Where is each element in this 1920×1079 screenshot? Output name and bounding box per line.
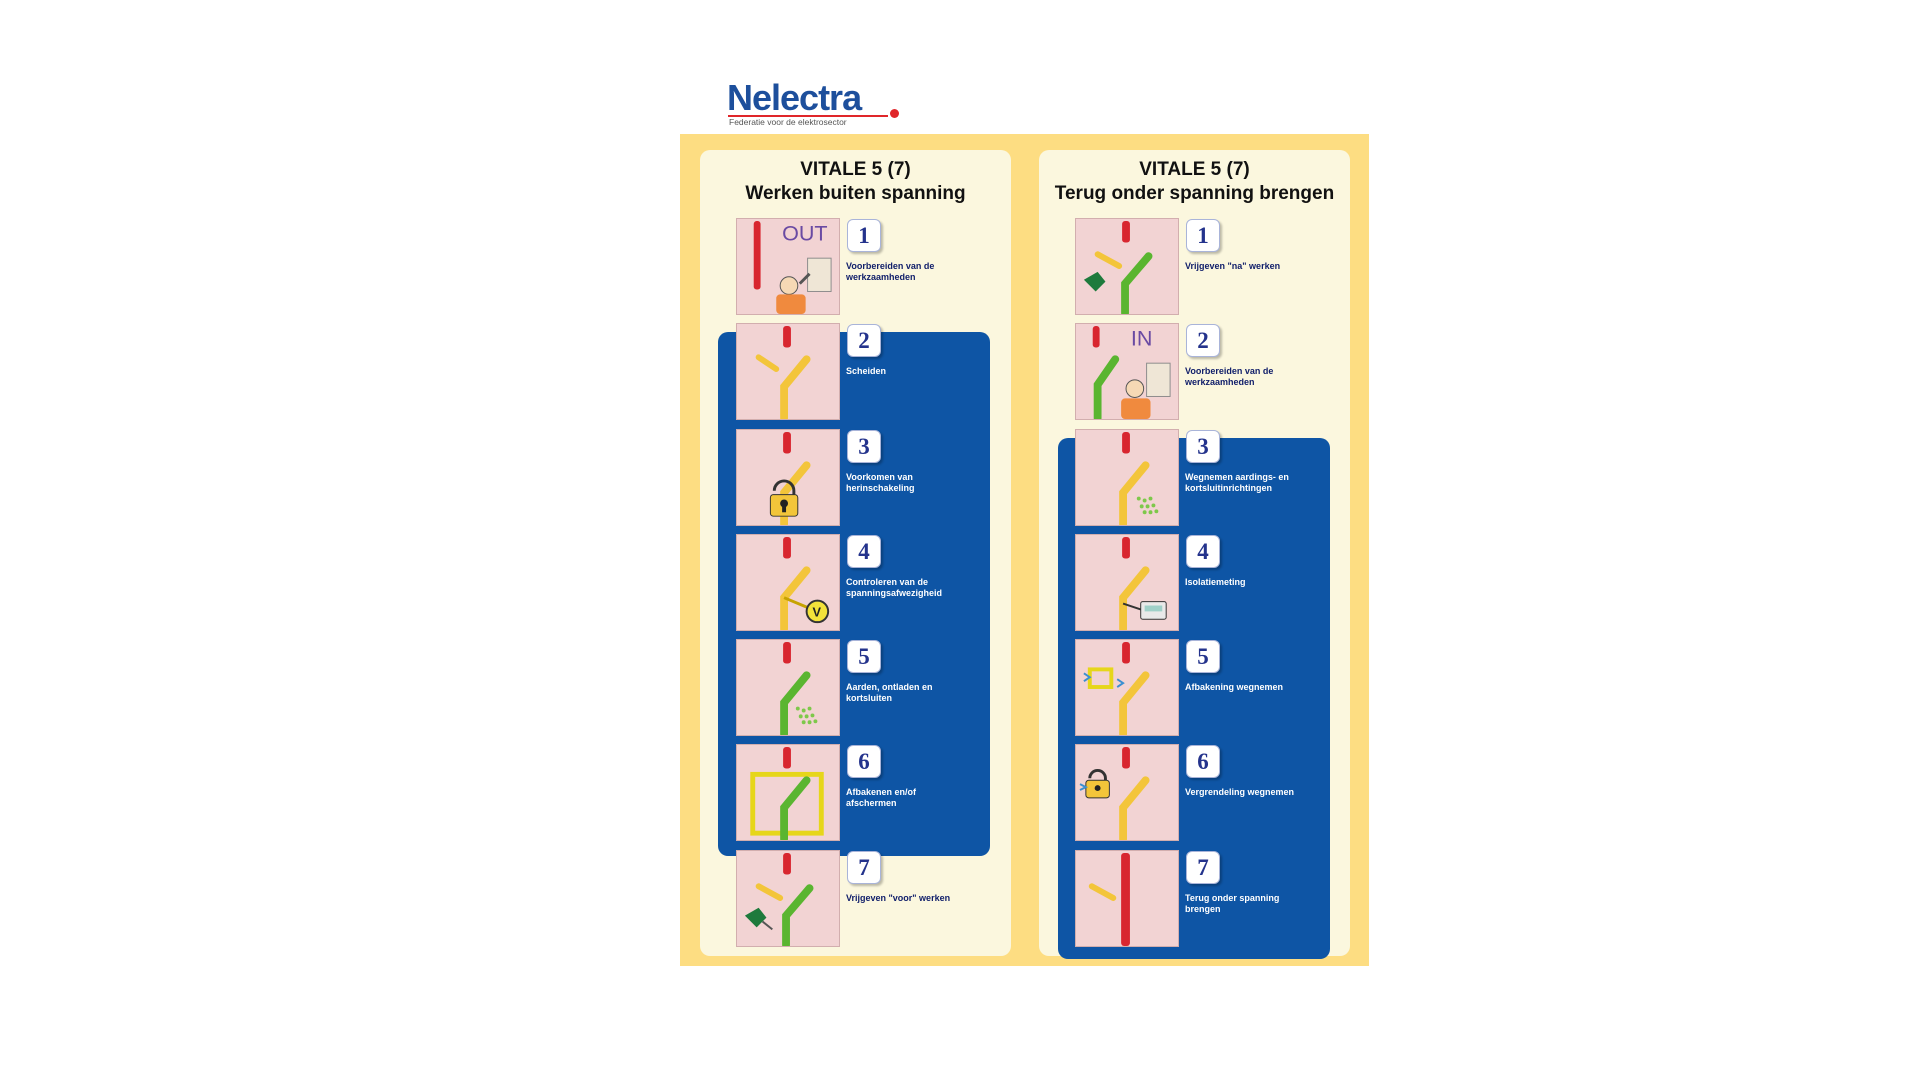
step-label: Vrijgeven "na" werken [1185,261,1281,271]
left-step-2: 2 Scheiden [736,323,1016,423]
picture-text-v: V [812,604,821,619]
left-step-6: 6 Afbakenen en/of afschermen [736,744,1016,844]
left-step-5: 5 Aarden, ontladen en kortsluiten [736,639,1016,739]
step-label: Voorkomen van herinschakeling [846,472,915,493]
right-step-4: 4 Isolatiemeting [1075,534,1355,634]
step-number: 5 [1186,640,1220,673]
insulation-meter-icon [1075,534,1179,631]
earthing-icon [736,639,840,736]
release-hand-icon [736,850,840,947]
step-number: 2 [1186,324,1220,357]
remove-earthing-icon [1075,429,1179,526]
voltage-tester-icon: V [736,534,840,631]
disconnect-icon [736,323,840,420]
right-step-3: 3 Wegnemen aardings- en kortsluitinricht… [1075,429,1355,529]
step-number: 3 [1186,430,1220,463]
step-label: Controleren van de spanningsafwezigheid [846,577,943,598]
panel-title-left: VITALE 5 (7) Werken buiten spanning [700,158,1011,206]
panel-title-right: VITALE 5 (7) Terug onder spanning brenge… [1039,158,1350,206]
picture-text-out: OUT [782,222,827,246]
step-number: 4 [1186,535,1220,568]
panel-title-right-line2: Terug onder spanning brengen [1054,183,1335,204]
step-number: 6 [1186,745,1220,778]
barrier-frame-icon [736,744,840,841]
step-number: 5 [847,640,881,673]
step-label: Afbakening wegnemen [1185,682,1284,692]
panel-terug-onder-spanning: VITALE 5 (7) Terug onder spanning brenge… [1039,150,1350,959]
step-label: Terug onder spanning brengen [1185,893,1280,914]
step-label: Afbakenen en/of afschermen [846,787,917,808]
step-number: 2 [847,324,881,357]
nelectra-logo: Nelectra Federatie voor de elektrosector [727,78,907,128]
left-step-3: 3 Voorkomen van herinschakeling [736,429,1016,529]
panel-title-left-line2: Werken buiten spanning [745,183,966,204]
step-label: Wegnemen aardings- en kortsluitinrichtin… [1185,472,1289,493]
step-label: Scheiden [846,366,887,376]
step-number: 4 [847,535,881,568]
step-label: Aarden, ontladen en kortsluiten [846,682,933,703]
step-number: 7 [847,851,881,884]
worker-in-icon: IN [1075,323,1179,420]
logo-dot [890,109,899,118]
logo-underline [728,115,888,117]
right-step-7: 7 Terug onder spanning brengen [1075,850,1355,950]
step-label: Voorbereiden van de werkzaamheden [846,261,935,282]
step-label: Vrijgeven "voor" werken [846,893,951,903]
right-step-2: IN 2 Voorbereiden van de werkzaamheden [1075,323,1355,423]
remove-lock-icon [1075,744,1179,841]
step-label: Voorbereiden van de werkzaamheden [1185,366,1274,387]
remove-barrier-icon [1075,639,1179,736]
vitale-poster: VITALE 5 (7) Werken buiten spanning OUT … [680,134,1369,966]
logo-tagline: Federatie voor de elektrosector [729,117,847,127]
step-label: Vergrendeling wegnemen [1185,787,1295,797]
step-number: 1 [847,219,881,252]
left-step-7: 7 Vrijgeven "voor" werken [736,850,1016,950]
panel-werken-buiten-spanning: VITALE 5 (7) Werken buiten spanning OUT … [700,150,1011,956]
worker-out-icon: OUT [736,218,840,315]
right-step-1: 1 Vrijgeven "na" werken [1075,218,1355,318]
step-label: Isolatiemeting [1185,577,1246,587]
padlock-icon [736,429,840,526]
step-number: 7 [1186,851,1220,884]
panel-title-left-line1: VITALE 5 (7) [800,159,911,180]
step-number: 3 [847,430,881,463]
right-step-6: 6 Vergrendeling wegnemen [1075,744,1355,844]
logo-wordmark: Nelectra [727,77,862,118]
step-number: 6 [847,745,881,778]
left-step-4: V 4 Controleren van de spanningsafwezigh… [736,534,1016,634]
left-step-1: OUT 1 Voorbereiden van de werkzaamheden [736,218,1016,318]
right-step-5: 5 Afbakening wegnemen [1075,639,1355,739]
reconnect-icon [1075,850,1179,947]
step-number: 1 [1186,219,1220,252]
panel-title-right-line1: VITALE 5 (7) [1139,159,1250,180]
release-hand-icon [1075,218,1179,315]
picture-text-in: IN [1131,327,1153,351]
